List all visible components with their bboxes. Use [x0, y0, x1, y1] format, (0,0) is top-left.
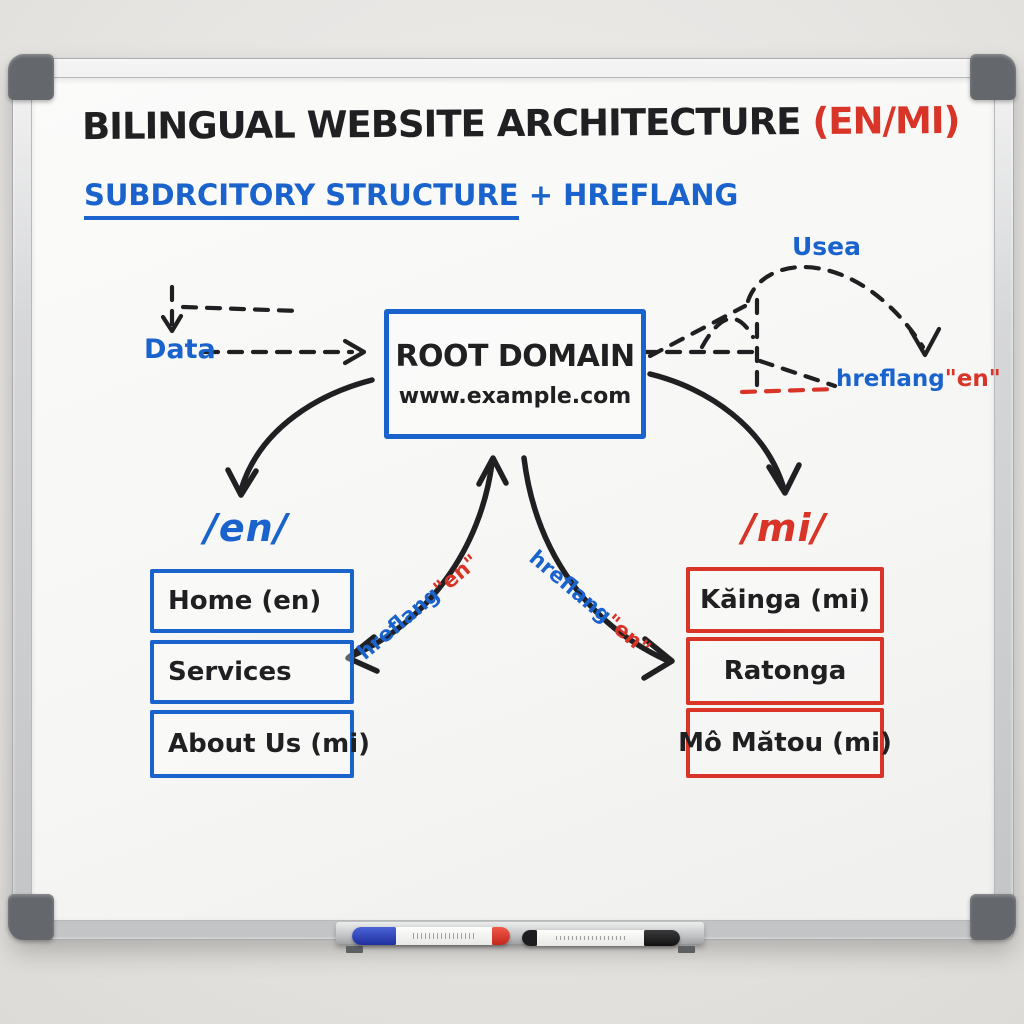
marker-black	[522, 930, 680, 946]
usea-label: Usea	[792, 232, 862, 261]
diagram-subtitle: SUBDRCITORY STRUCTURE + HREFLANG	[84, 178, 739, 220]
subtitle-rest: + HREFLANG	[518, 178, 739, 212]
frame-corner-cap	[970, 894, 1016, 940]
marker-black-cap	[644, 930, 680, 946]
marker-red-cap	[492, 927, 510, 945]
marker-blue-red	[352, 927, 510, 945]
mi-branch-label: /mi/	[742, 506, 827, 550]
title-red-part: (EN/MI)	[812, 98, 960, 143]
page-box-about-en: About Us (mi)	[150, 710, 370, 778]
page-box-services-en: Services	[150, 640, 354, 704]
frame-corner-cap	[8, 894, 54, 940]
whiteboard	[12, 58, 1014, 940]
hreflang-en-annotation: hreflang"en"	[836, 366, 1001, 392]
title-black-part: BILINGUAL WEBSITE ARCHITECTURE	[81, 99, 813, 149]
marker-body	[537, 930, 644, 946]
root-domain-title: ROOT DOMAIN	[395, 339, 635, 374]
root-domain-url: www.example.com	[398, 384, 632, 409]
root-domain-box: ROOT DOMAIN www.example.com	[384, 309, 646, 439]
marker-body	[396, 927, 492, 945]
whiteboard-surface	[31, 77, 995, 921]
hreflang-word: hreflang	[836, 366, 945, 392]
en-branch-label: /en/	[204, 506, 289, 550]
page-box-home-en: Home (en)	[150, 569, 354, 633]
tray-bracket	[346, 946, 363, 953]
frame-corner-cap	[970, 54, 1016, 100]
frame-corner-cap	[8, 54, 54, 100]
page-box-momatou-mi: Mô Mătou (mi)	[678, 708, 892, 778]
data-label: Data	[144, 334, 216, 365]
hreflang-value: "en"	[944, 366, 1001, 392]
marker-black-tip	[522, 930, 537, 946]
tray-bracket	[678, 946, 695, 953]
marker-blue-cap	[352, 927, 396, 945]
diagram-title: BILINGUAL WEBSITE ARCHITECTURE (EN/MI)	[82, 99, 960, 148]
subtitle-underlined: SUBDRCITORY STRUCTURE	[84, 178, 519, 220]
page-box-ratonga-mi: Ratonga	[686, 637, 884, 705]
page-box-kainga-mi: Kăinga (mi)	[686, 567, 884, 633]
